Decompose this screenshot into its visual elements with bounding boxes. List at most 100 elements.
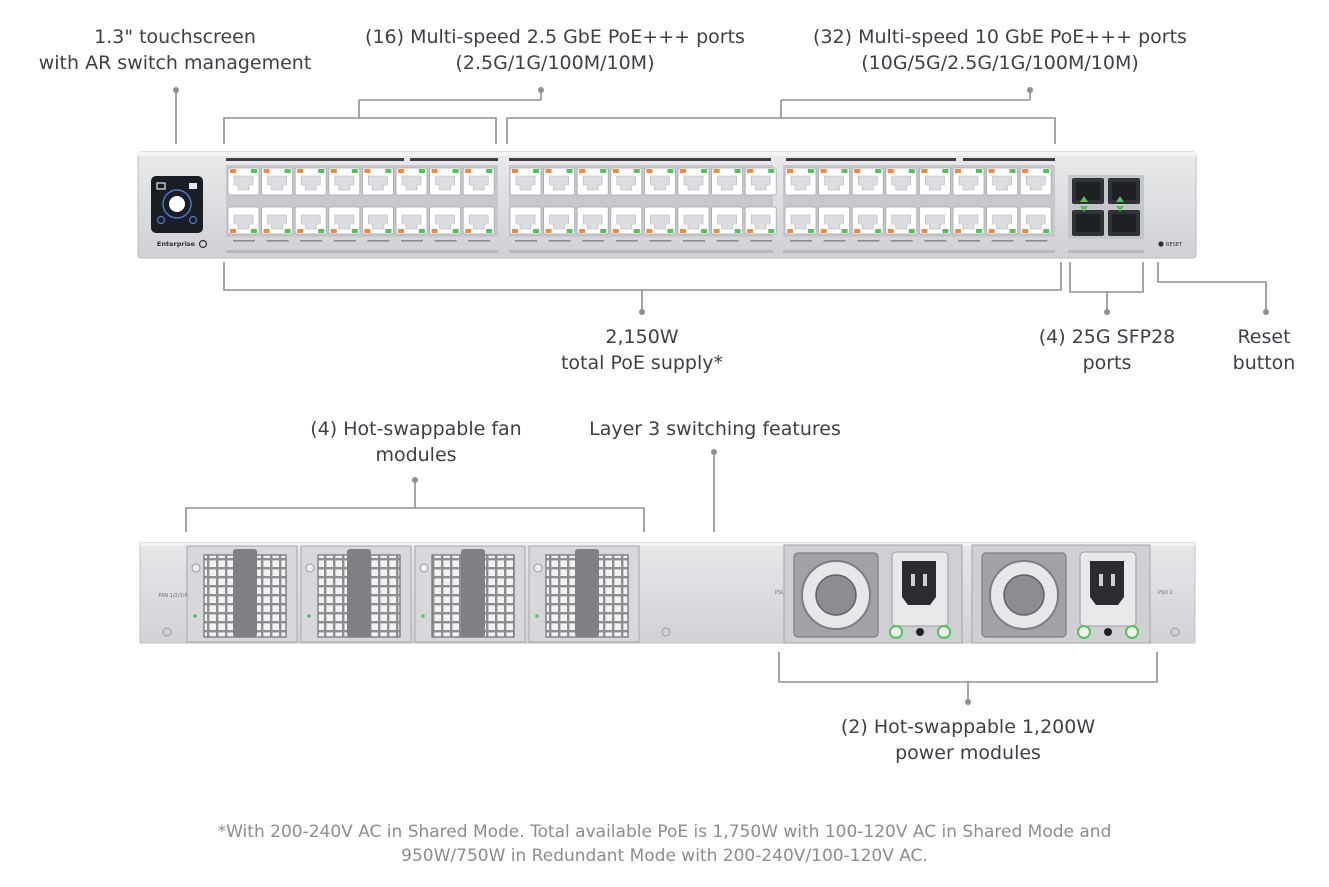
psu-module[interactable] bbox=[971, 544, 1151, 644]
rj45-port[interactable] bbox=[851, 167, 884, 196]
rj45-port[interactable] bbox=[818, 206, 850, 235]
rj45-port[interactable] bbox=[462, 206, 495, 235]
rj45-port[interactable] bbox=[885, 167, 918, 196]
rj45-port[interactable] bbox=[952, 167, 985, 196]
port-led-green bbox=[452, 229, 459, 233]
rj45-port[interactable] bbox=[919, 206, 951, 235]
rj45-port[interactable] bbox=[227, 206, 260, 235]
rj45-port[interactable] bbox=[644, 167, 676, 196]
touchscreen-line-2: with AR switch management bbox=[38, 52, 312, 74]
port-led-orange bbox=[364, 169, 371, 173]
rj45-jack-icon bbox=[616, 214, 637, 230]
port-led-green bbox=[600, 169, 607, 173]
poe-supply-callout: 2,150W total PoE supply* bbox=[522, 324, 762, 376]
psu-module[interactable] bbox=[783, 544, 963, 644]
rj45-port[interactable] bbox=[784, 206, 817, 235]
rj45-port[interactable] bbox=[986, 167, 1018, 196]
reset-button[interactable] bbox=[1158, 241, 1164, 247]
port-number-mark bbox=[367, 240, 390, 242]
port-number-mark bbox=[857, 240, 880, 242]
rj45-port[interactable] bbox=[395, 206, 428, 235]
rj45-jack-icon bbox=[857, 175, 878, 191]
rj45-port[interactable] bbox=[784, 167, 817, 196]
port-number-mark bbox=[401, 240, 423, 242]
rj45-port[interactable] bbox=[644, 206, 676, 235]
rj45-port[interactable] bbox=[429, 206, 462, 235]
ports-2g5-callout: (16) Multi-speed 2.5 GbE PoE+++ ports (2… bbox=[340, 24, 770, 76]
rj45-port[interactable] bbox=[227, 167, 260, 196]
rj45-jack-icon bbox=[515, 175, 536, 191]
port-led-green bbox=[351, 229, 358, 233]
rj45-port[interactable] bbox=[361, 206, 394, 235]
sfp28-port[interactable] bbox=[1072, 206, 1104, 236]
sfp28-slot-inner bbox=[1076, 214, 1100, 232]
rj45-port[interactable] bbox=[711, 167, 743, 196]
rj45-port[interactable] bbox=[677, 206, 710, 235]
port-led-green bbox=[976, 229, 982, 233]
rj45-port[interactable] bbox=[509, 167, 542, 196]
rj45-port[interactable] bbox=[986, 206, 1018, 235]
rj45-port[interactable] bbox=[543, 206, 575, 235]
rj45-port[interactable] bbox=[677, 167, 710, 196]
rj45-port[interactable] bbox=[261, 206, 294, 235]
rj45-port[interactable] bbox=[1019, 206, 1052, 235]
rj45-port[interactable] bbox=[610, 206, 643, 235]
layer3-line-1: Layer 3 switching features bbox=[589, 418, 841, 440]
rj45-port[interactable] bbox=[744, 167, 777, 196]
port-led-orange bbox=[680, 229, 686, 233]
rj45-port[interactable] bbox=[543, 167, 575, 196]
rj45-port[interactable] bbox=[462, 167, 495, 196]
port-number-mark bbox=[790, 240, 812, 242]
port-led-orange bbox=[431, 229, 438, 233]
sfp28-port[interactable] bbox=[1108, 178, 1140, 204]
port-led-orange bbox=[330, 169, 337, 173]
rj45-port[interactable] bbox=[1019, 167, 1052, 196]
fan-bay-label: FAN 1/2/3/4 bbox=[159, 593, 188, 599]
rj45-port[interactable] bbox=[509, 206, 542, 235]
rj45-jack-icon bbox=[650, 214, 670, 230]
rj45-port[interactable] bbox=[576, 206, 609, 235]
port-led-orange bbox=[955, 229, 961, 233]
rj45-port[interactable] bbox=[711, 206, 743, 235]
port-led-orange bbox=[787, 169, 793, 173]
port-led-green bbox=[351, 169, 358, 173]
rj45-port[interactable] bbox=[576, 167, 609, 196]
rj45-port[interactable] bbox=[744, 206, 777, 235]
rj45-port[interactable] bbox=[818, 167, 850, 196]
rj45-jack-icon bbox=[267, 175, 287, 191]
rj45-port[interactable] bbox=[851, 206, 884, 235]
rj45-port[interactable] bbox=[429, 167, 462, 196]
rj45-port[interactable] bbox=[610, 167, 643, 196]
rj45-jack-icon bbox=[334, 214, 355, 230]
rj45-port[interactable] bbox=[919, 167, 951, 196]
sfp28-port[interactable] bbox=[1108, 206, 1140, 236]
sfp28-port[interactable] bbox=[1072, 178, 1104, 204]
rj45-port[interactable] bbox=[361, 167, 394, 196]
fan-module[interactable] bbox=[186, 545, 298, 643]
rj45-port[interactable] bbox=[294, 167, 327, 196]
rj45-jack-icon bbox=[992, 175, 1012, 191]
rj45-port[interactable] bbox=[294, 206, 327, 235]
fan-module[interactable] bbox=[528, 545, 640, 643]
port-led-orange bbox=[263, 169, 270, 173]
sfp28-callout: (4) 25G SFP28 ports bbox=[1017, 324, 1197, 376]
poe-supply-line-1: 2,150W bbox=[605, 326, 679, 348]
rj45-port[interactable] bbox=[952, 206, 985, 235]
fan-screw-icon bbox=[533, 563, 543, 573]
rj45-port[interactable] bbox=[885, 206, 918, 235]
fan-module[interactable] bbox=[414, 545, 526, 643]
port-led-orange bbox=[787, 229, 793, 233]
rj45-jack-icon bbox=[925, 214, 945, 230]
rj45-port[interactable] bbox=[328, 167, 361, 196]
touchscreen-display[interactable] bbox=[151, 176, 203, 233]
rj45-port[interactable] bbox=[328, 206, 361, 235]
port-led-orange bbox=[988, 229, 995, 233]
port-led-orange bbox=[579, 229, 586, 233]
port-led-green bbox=[419, 169, 425, 173]
rj45-port[interactable] bbox=[261, 167, 294, 196]
rj45-jack-icon bbox=[958, 175, 979, 191]
port-number-mark bbox=[468, 240, 491, 242]
rj45-port[interactable] bbox=[395, 167, 428, 196]
port-led-green bbox=[976, 169, 982, 173]
fan-module[interactable] bbox=[300, 545, 412, 643]
